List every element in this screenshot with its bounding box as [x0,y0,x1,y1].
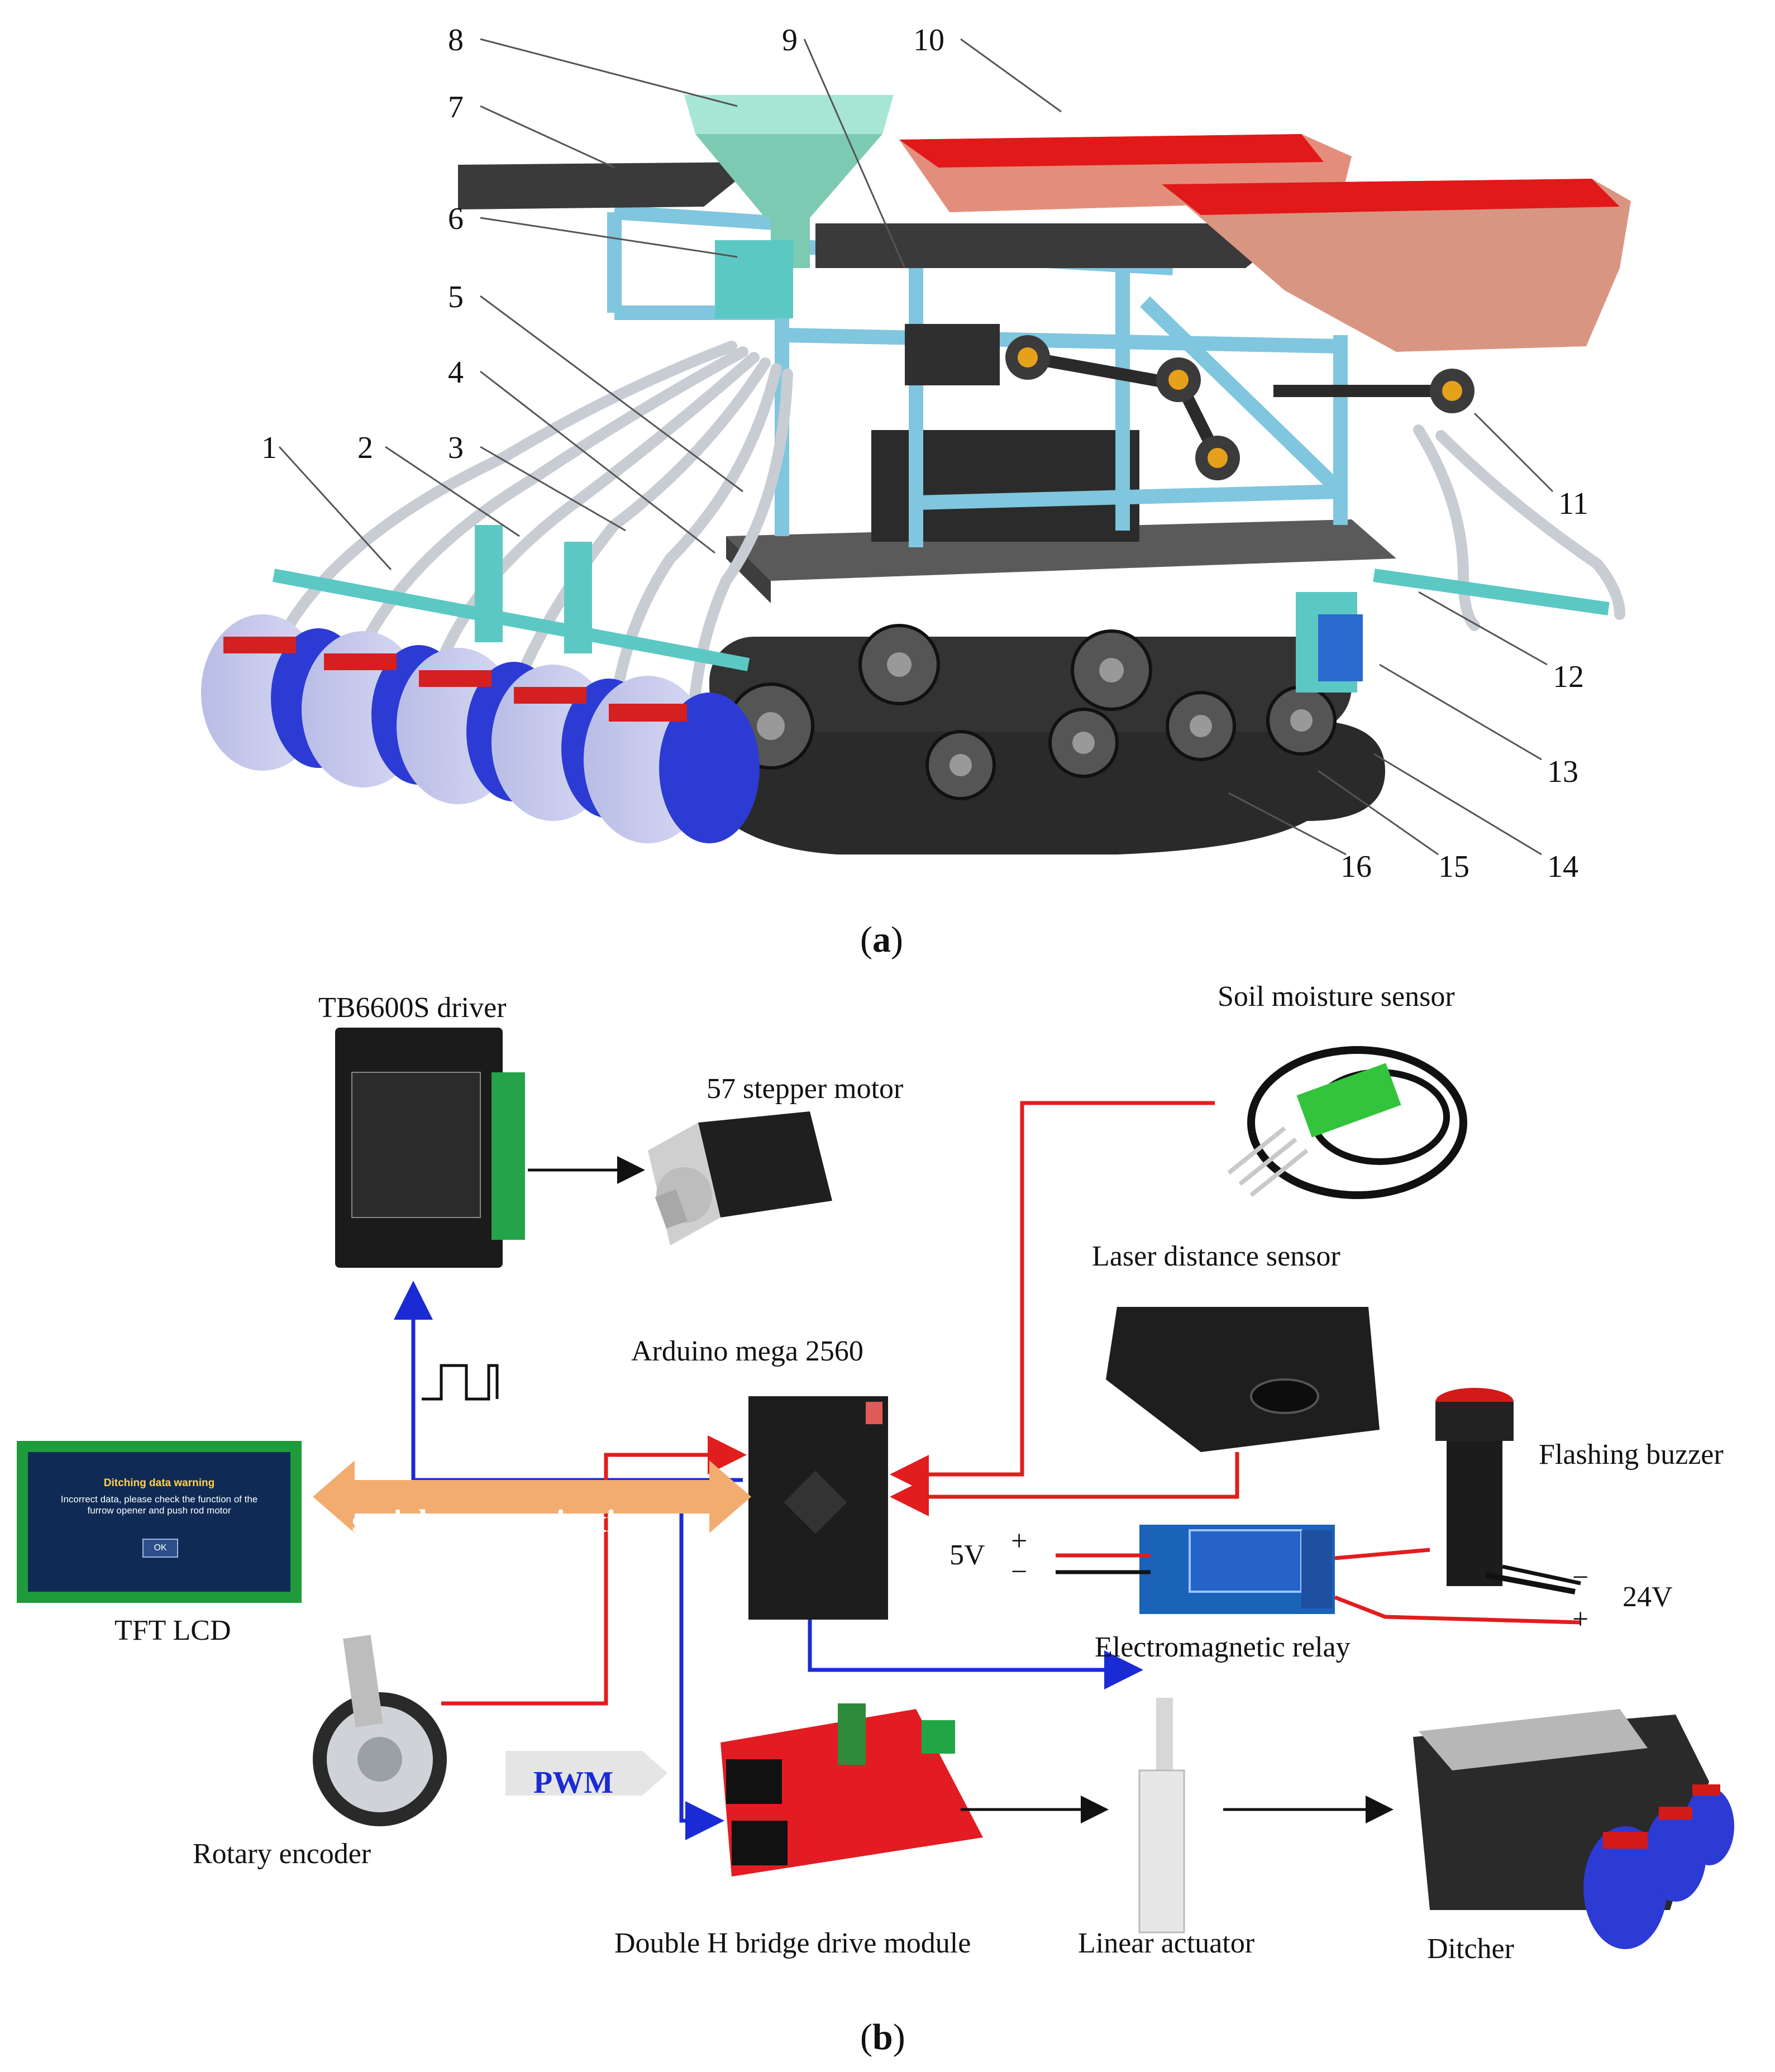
relay-image [1139,1525,1335,1614]
control-system-diagram [17,1028,1734,1949]
arduino-mega-image [748,1396,888,1620]
flashing-buzzer-image [1435,1388,1576,1594]
label-pwm: PWM [533,1765,614,1800]
label-driver: TB6600S driver [318,992,507,1024]
label-encoder: Rotary encoder [193,1838,371,1870]
callout-12: 12 [1553,660,1584,694]
seeder-assembly-drawing [201,38,1631,856]
tft-lcd-image [17,1441,302,1603]
label-lcd: TFT LCD [114,1615,231,1646]
h-bridge-image [721,1703,983,1877]
furrow-discs [201,614,760,843]
lcd-warning-title: Ditching data warning [103,1477,215,1489]
callout-11: 11 [1558,486,1588,521]
serial-communication-arrow [313,1460,751,1533]
lcd-ok-button[interactable]: OK [142,1539,178,1558]
label-24v: 24V [1623,1581,1673,1613]
callout-3: 3 [448,431,464,465]
label-5v: 5V [949,1539,985,1571]
label-buzzer: Flashing buzzer [1539,1439,1724,1471]
label-relay: Electromagnetic relay [1095,1631,1351,1663]
lcd-warning-message: Incorrect data, please check the functio… [60,1494,258,1516]
label-24v-plus: + [1572,1603,1589,1635]
linear-actuator-image [1138,1698,1185,1933]
label-5v-plus: + [1011,1525,1028,1557]
tb6600s-driver-image [335,1028,525,1268]
label-soil-sensor: Soil moisture sensor [1218,981,1455,1013]
label-arduino: Arduino mega 2560 [631,1335,863,1367]
callout-5: 5 [448,280,464,314]
label-serial-communication: serial communication [352,1503,650,1539]
callout-6: 6 [448,202,464,236]
label-hbridge: Double H bridge drive module [614,1927,971,1959]
callout-13: 13 [1547,755,1578,789]
label-laser-sensor: Laser distance sensor [1092,1240,1340,1272]
callout-15: 15 [1438,849,1469,884]
callout-1: 1 [261,431,277,465]
callout-4: 4 [448,355,464,390]
callout-14: 14 [1547,849,1578,884]
laser-distance-sensor-image [1106,1307,1380,1452]
label-actuator: Linear actuator [1078,1927,1255,1959]
pwm-tag [505,1751,667,1796]
rotary-encoder-image [313,1635,447,1826]
callout-2: 2 [357,431,373,465]
callout-8: 8 [448,23,464,58]
label-24v-minus: − [1572,1562,1589,1593]
label-ditcher: Ditcher [1427,1933,1514,1965]
label-5v-minus: − [1011,1556,1028,1588]
callout-16: 16 [1340,849,1372,884]
callout-7: 7 [448,90,464,125]
callout-10: 10 [913,23,944,58]
caption-b: (b) [860,2017,905,2057]
stepper-motor-image [648,1111,832,1245]
callout-9: 9 [782,23,798,58]
label-stepper: 57 stepper motor [707,1073,904,1105]
ditcher-image [1413,1709,1734,1949]
caption-a: (a) [860,919,903,960]
soil-moisture-sensor-image [1227,1046,1467,1199]
